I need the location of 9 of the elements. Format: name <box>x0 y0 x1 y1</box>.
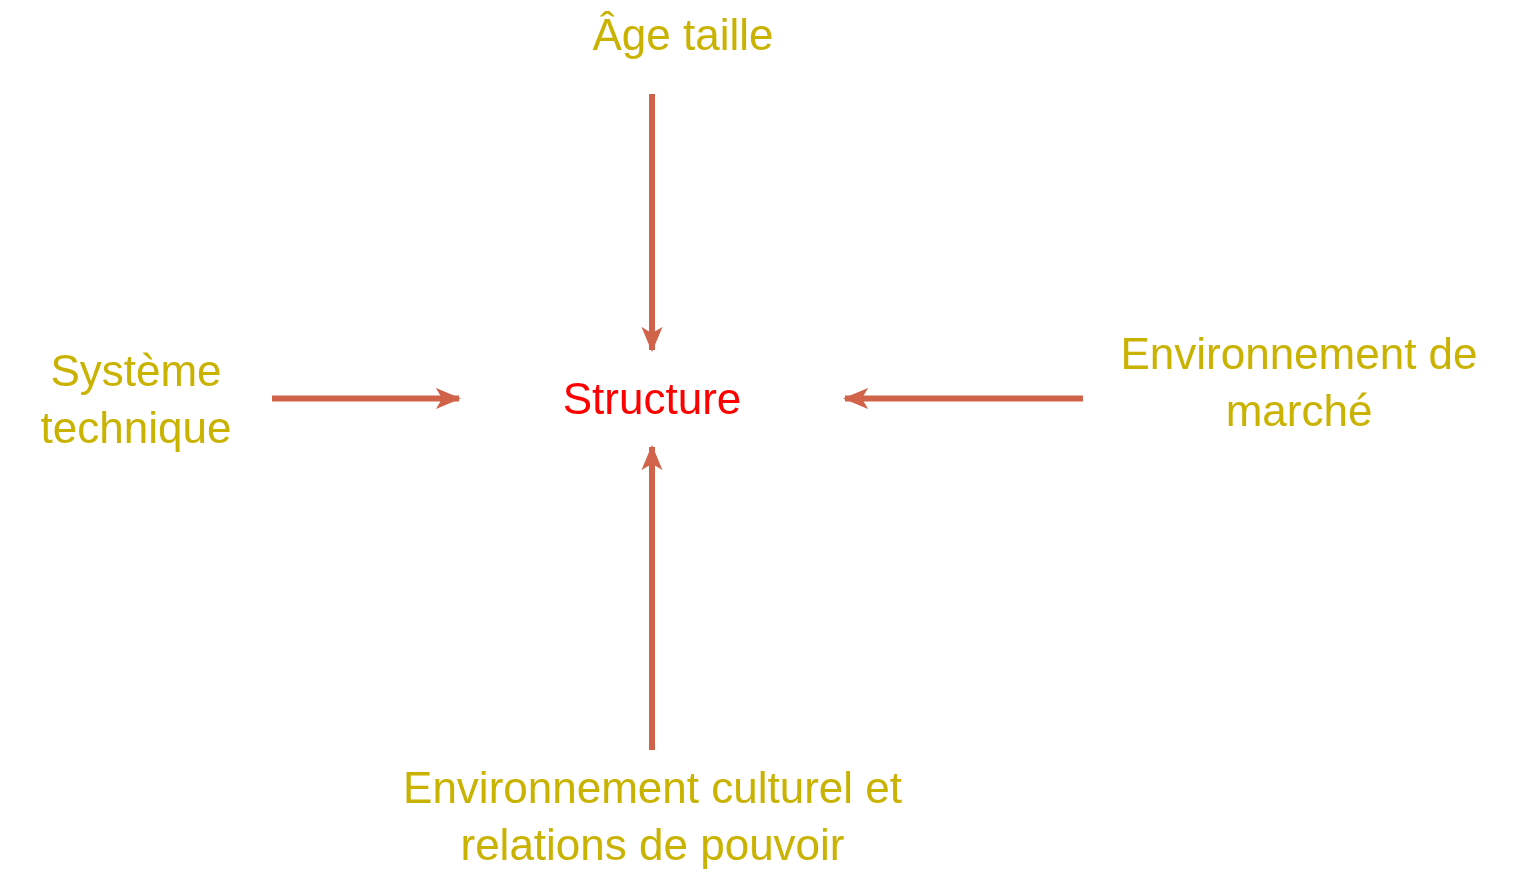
factor-label: Système technique <box>39 345 233 454</box>
central-label: Structure <box>562 373 742 425</box>
arrow <box>842 388 1083 409</box>
factor-label: Âge taille <box>592 9 774 61</box>
arrow <box>272 388 462 409</box>
arrow <box>641 444 663 750</box>
factor-label: Environnement de marché <box>1119 328 1479 437</box>
factor-label: Environnement culturel et relations de pouvoir <box>402 762 903 871</box>
arrow <box>641 94 663 353</box>
